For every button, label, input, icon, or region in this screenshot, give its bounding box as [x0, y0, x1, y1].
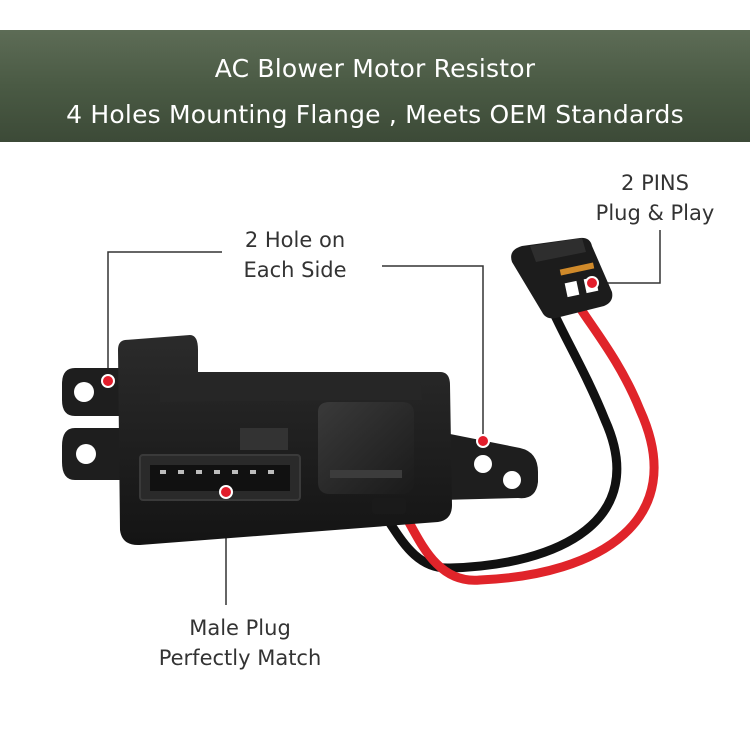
resistor-body: [62, 335, 538, 546]
connector-latch: [530, 238, 586, 262]
marker-plug: [219, 485, 233, 499]
callout-holes-line1: 2 Hole on: [244, 228, 346, 252]
banner-subtitle: 4 Holes Mounting Flange , Meets OEM Stan…: [66, 100, 684, 129]
wire-red: [393, 295, 659, 585]
callout-holes-line2: Each Side: [243, 258, 347, 282]
wire-harness: [375, 295, 659, 585]
banner-title: AC Blower Motor Resistor: [214, 54, 536, 83]
markers: [101, 276, 599, 499]
hole-left-bottom: [76, 444, 96, 464]
callout-plug-line2: Perfectly Match: [158, 646, 322, 670]
hole-right-bottom: [503, 471, 521, 489]
callout-pins-line2: Plug & Play: [595, 201, 715, 225]
hole-left-top: [74, 382, 94, 402]
title-banner: AC Blower Motor Resistor 4 Holes Mountin…: [0, 30, 750, 142]
housing-rib: [240, 428, 288, 450]
callout-pins: 2 PINS Plug & Play: [580, 168, 730, 228]
cap-label: [330, 470, 402, 478]
male-plug-inner: [150, 465, 290, 491]
marker-hole-right: [476, 434, 490, 448]
leader-lines: [107, 230, 661, 605]
callout-plug-line1: Male Plug: [189, 616, 291, 640]
housing-ridge: [160, 380, 422, 402]
hole-right-top: [474, 455, 492, 473]
marker-hole-left: [101, 374, 115, 388]
connector-2pin: [511, 237, 613, 319]
leader-holes-right: [382, 265, 484, 440]
thermal-cap: [318, 402, 414, 494]
connector-pin-slot-1: [564, 280, 580, 298]
callout-mounting-holes: 2 Hole on Each Side: [215, 225, 375, 285]
male-plug-pins: [160, 470, 274, 474]
marker-pins: [585, 276, 599, 290]
callout-male-plug: Male Plug Perfectly Match: [140, 613, 340, 673]
leader-pins: [592, 230, 661, 284]
wire-exit: [372, 498, 406, 514]
connector-orange: [559, 262, 595, 276]
callout-pins-line1: 2 PINS: [621, 171, 689, 195]
leader-holes-left: [107, 251, 222, 380]
wire-black: [375, 295, 622, 573]
